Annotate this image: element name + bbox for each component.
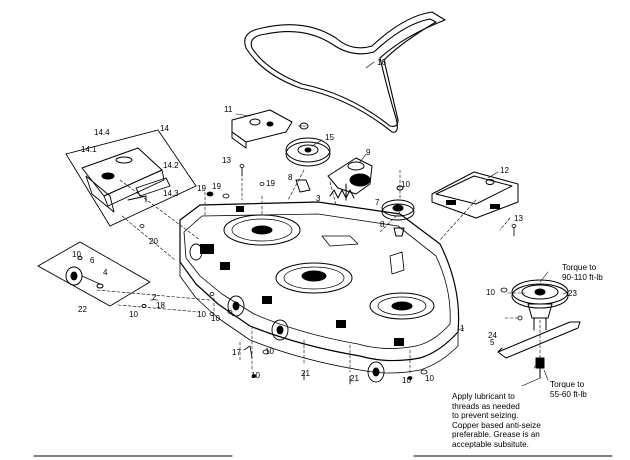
idler-pulley-15 [285, 122, 331, 167]
callout-19a: 19 [197, 184, 206, 193]
deck-rollers [189, 243, 385, 383]
wheel-assembly [37, 241, 151, 308]
callout-10d: 10 [211, 314, 220, 323]
callout-21b: 21 [350, 374, 359, 383]
mower-blade [497, 321, 581, 359]
exploded-view-lines [96, 167, 541, 376]
callout-2: 2 [152, 293, 157, 302]
callout-labels: 1 2 3 4 5 6 7 8 8 9 10 10 10 10 10 10 10… [72, 58, 577, 385]
torque-note-lower: Torque to 55-60 ft-lb [550, 380, 587, 399]
callout-19b: 19 [212, 182, 221, 191]
callout-5: 5 [490, 338, 495, 347]
callout-17: 17 [232, 348, 241, 357]
callout-7: 7 [375, 198, 380, 207]
callout-15: 15 [325, 133, 334, 142]
lubricant-note-line-2: threads as needed [452, 401, 520, 411]
callout-24: 24 [488, 331, 497, 340]
callout-23: 23 [568, 289, 577, 298]
callout-1: 1 [460, 324, 465, 333]
fasteners [139, 164, 523, 385]
callout-10e: 10 [265, 347, 274, 356]
callout-14: 14 [160, 124, 169, 133]
idler-spring [329, 189, 355, 199]
callout-19c: 19 [266, 179, 275, 188]
idler-spacer [295, 179, 311, 193]
callout-10a: 10 [72, 250, 81, 259]
callout-14-3: 14.3 [163, 189, 179, 198]
lubricant-note-line-4: Copper based anti-seize [452, 420, 541, 430]
callout-10b: 10 [129, 310, 138, 319]
mower-deck [179, 201, 460, 374]
callout-10i: 10 [486, 288, 495, 297]
callout-10c: 10 [197, 310, 206, 319]
callout-20: 20 [149, 237, 158, 246]
deck-pulley-7 [381, 185, 415, 237]
callout-8b: 8 [380, 220, 385, 229]
idler-arm [327, 157, 373, 201]
callout-6: 6 [90, 256, 95, 265]
callout-14-1: 14.1 [81, 145, 97, 154]
callout-13b: 13 [514, 214, 523, 223]
callout-18: 18 [156, 301, 165, 310]
detail-boxes [37, 129, 197, 307]
lubricant-note-line-5: preferable. Grease is an [452, 430, 540, 440]
callout-3: 3 [316, 194, 321, 203]
drive-belt [244, 11, 446, 133]
callout-11: 11 [224, 105, 233, 114]
belt-cover-left [231, 109, 293, 149]
callout-12: 12 [500, 166, 509, 175]
torque-note-lower-line-2: 55-60 ft-lb [550, 389, 587, 399]
torque-note-upper-line-1: Torque to [562, 263, 597, 272]
lubricant-note-line-1: Apply lubricant to [452, 392, 515, 401]
callout-22: 22 [78, 305, 87, 314]
callout-4: 4 [103, 268, 108, 277]
callout-13a: 13 [222, 156, 231, 165]
callout-10j: 10 [401, 180, 410, 189]
lubricant-note: Apply lubricant to threads as needed to … [452, 392, 541, 450]
blade-bolt [535, 357, 545, 379]
callout-10f: 10 [251, 371, 260, 380]
callout-leaders [235, 61, 569, 387]
torque-note-upper-line-2: 90-110 ft-lb [562, 272, 603, 282]
callout-21a: 21 [301, 369, 310, 378]
spindle-assembly [511, 279, 569, 331]
torque-note-upper: Torque to 90-110 ft-lb [562, 263, 603, 282]
torque-note-lower-line-1: Torque to [550, 380, 585, 389]
callout-9: 9 [366, 148, 371, 157]
callout-10h: 10 [425, 374, 434, 383]
belt-cover-right [431, 171, 519, 219]
callout-16: 16 [377, 58, 386, 67]
lubricant-note-line-6: acceptable subsitute. [452, 439, 529, 449]
callout-14-2: 14.2 [163, 161, 179, 170]
callout-8a: 8 [288, 173, 293, 182]
lubricant-note-line-3: to prevent seizing. [452, 411, 519, 421]
callout-14-4: 14.4 [94, 128, 110, 137]
callout-10g: 10 [402, 376, 411, 385]
